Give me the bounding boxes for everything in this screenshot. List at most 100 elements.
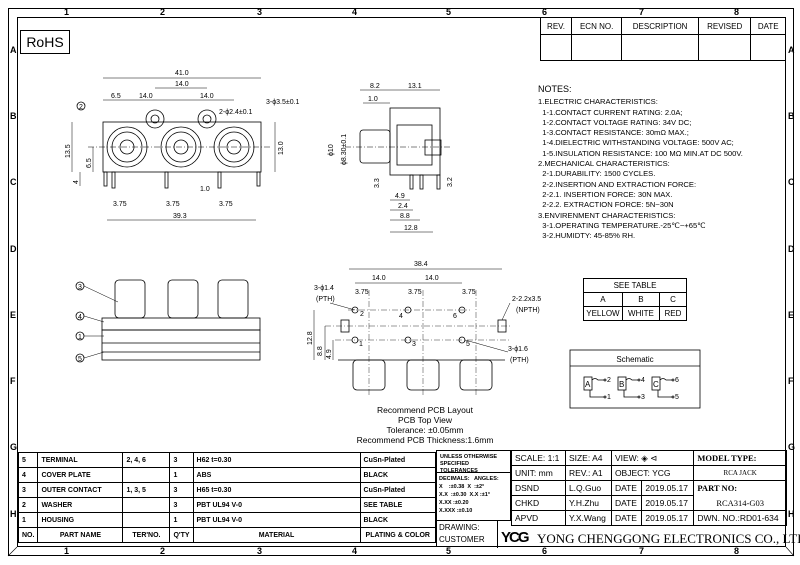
balloon-label: 5 (78, 356, 82, 363)
dim-label: 3.75 (355, 289, 369, 296)
note-line: 1-1.CONTACT CURRENT RATING: 2.0A; (538, 107, 683, 117)
dim-label: 6.5 (86, 158, 93, 168)
row-label: D (788, 244, 795, 254)
schematic-block-a (583, 376, 607, 399)
dim-label: 3.2 (447, 177, 454, 187)
dim-label: 3-ϕ3.5±0.1 (266, 99, 300, 106)
dim-label: 39.3 (173, 213, 187, 220)
part-material: ABS (192, 467, 361, 483)
schematic-block-b (617, 376, 641, 399)
dsnd-label: DSND (511, 480, 566, 496)
chkd-label: CHKD (511, 495, 566, 511)
dim-label: 8.8 (317, 346, 324, 356)
part-no: 5 (17, 452, 39, 468)
row-label: C (10, 177, 17, 187)
part-no: 4 (17, 467, 39, 483)
part-name: HOUSING (37, 512, 124, 528)
dsnd-name: L.Q.Guo (564, 480, 612, 496)
col-label: 3 (257, 7, 263, 17)
row-label: B (788, 111, 795, 121)
see-table-header: C (658, 292, 688, 307)
view-label: VIEW: (614, 453, 639, 463)
elevation-view: 3 4 1 5 (75, 279, 261, 363)
caption-line: Recommend PCB Thickness:1.6mm (356, 435, 494, 445)
model-type-label: MODEL TYPE: (693, 450, 787, 466)
row-label: A (10, 45, 17, 55)
pin-label: 4 (399, 313, 403, 320)
dim-label: ϕ10 (328, 144, 335, 156)
header-plating: PLATING & COLOR (359, 527, 437, 543)
dim-label: 3.3 (374, 178, 381, 188)
row-label: A (788, 45, 795, 55)
pins (103, 171, 261, 189)
drawing-label: DRAWING: (439, 523, 480, 532)
note-line: 1-5.INSULATION RESISTANCE: 100 MΩ MIN.AT… (538, 148, 743, 158)
part-ter: 2, 4, 6 (122, 452, 171, 468)
dim-label: 3.75 (408, 289, 422, 296)
note-line: 2.MECHANICAL CHARACTERISTICS: (538, 159, 670, 169)
date-label: DATE (610, 495, 643, 511)
pin-label: 4 (641, 377, 645, 384)
rev: REV.: A1 (564, 465, 612, 481)
callout-label: (PTH) (316, 296, 335, 303)
pin-label: 3 (641, 394, 645, 401)
date-1: 2019.05.17 (641, 480, 695, 496)
col-label: 3 (257, 546, 263, 556)
pcb-layout: 38.4 14.0 14.0 3.75 3.75 3.75 12.8 8.8 4… (307, 261, 541, 395)
callout-label: (NPTH) (516, 307, 540, 314)
balloon-label: 2 (79, 104, 83, 111)
note-line: 2-1.DURABILITY: 1500 CYCLES. (538, 169, 656, 179)
tolerance-line: X.XX :±0.20 (439, 500, 469, 506)
dim-label: 13.5 (65, 144, 72, 158)
projection-symbol-icon: ◈ ⊲ (641, 453, 658, 463)
callout-label: (PTH) (510, 357, 529, 364)
row-label: F (10, 376, 16, 386)
part-no: RCA314-G03 (693, 495, 787, 511)
barrel (359, 129, 391, 164)
callout-label: 3-ϕ1.6 (508, 346, 528, 353)
customer-label: CUSTOMER (439, 535, 485, 544)
balloon-label: 4 (78, 314, 82, 321)
revised-cell (697, 34, 752, 61)
dim-label: 14.0 (200, 93, 214, 100)
row-label: E (788, 310, 795, 320)
caption-line: PCB Top View (397, 415, 453, 425)
side-view: 8.2 13.1 1.0 ϕ10 ϕ8.30±0.1 3.3 4.9 2.4 8… (328, 83, 454, 233)
pin-label: 2 (607, 377, 611, 384)
caption-line: Tolerance: ±0.05mm (386, 425, 464, 435)
row-label: G (10, 442, 18, 452)
dim-label: 3.75 (462, 289, 476, 296)
pin-label: 2 (360, 311, 364, 318)
model-type: RCA JACK (693, 465, 787, 481)
see-table-title: SEE TABLE (583, 278, 687, 293)
dim-label: 4.9 (326, 349, 333, 359)
part-no: 2 (17, 497, 39, 513)
row-label: D (10, 244, 17, 254)
tolerance-title: UNLESS OTHERWISE SPECIFIED TOLERANCES (437, 451, 511, 474)
row-label: E (10, 310, 17, 320)
drawing-customer: DRAWING: CUSTOMER (437, 521, 498, 548)
apvd-label: APVD (511, 510, 566, 526)
block-label: B (619, 380, 624, 389)
dim-label: 8.2 (370, 83, 380, 90)
part-material: PBT UL94 V-0 (192, 512, 361, 528)
ecn-cell (571, 34, 623, 61)
company-name: YONG CHENGGONG ELECTRONICS CO., LTD. (537, 531, 800, 546)
col-label: 5 (446, 7, 452, 17)
col-label: 5 (446, 546, 452, 556)
part-name: COVER PLATE (37, 467, 124, 483)
notes: NOTES: 1.ELECTRIC CHARACTERISTICS: 1-1.C… (538, 84, 743, 241)
block-label: A (585, 380, 591, 389)
part-material: PBT UL94 V-0 (192, 497, 361, 513)
angles-label: ANGLES: (473, 476, 499, 482)
scale: SCALE: 1:1 (511, 450, 566, 466)
date-3: 2019.05.17 (641, 510, 695, 526)
header-part-name: PART NAME (37, 527, 124, 543)
col-label: 4 (352, 7, 358, 17)
